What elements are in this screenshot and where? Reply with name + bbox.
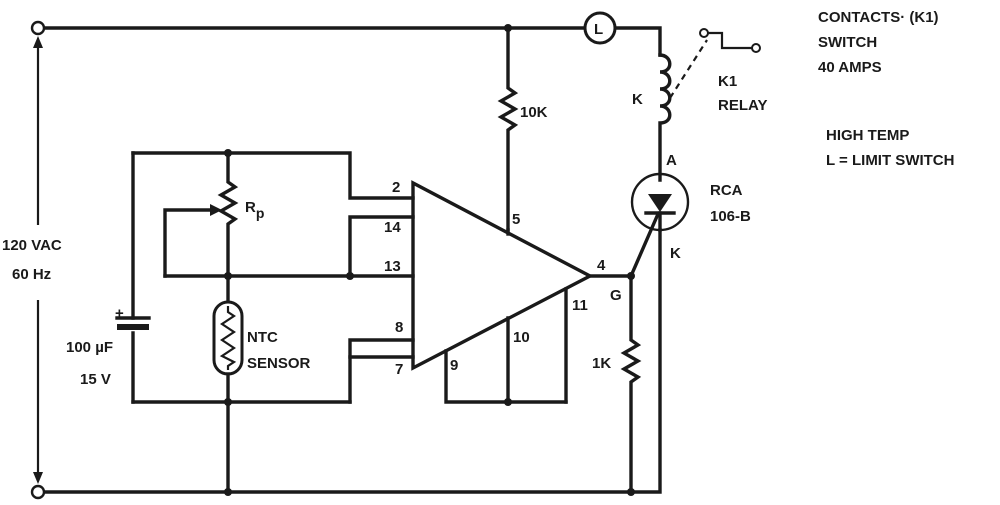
terminal-bottom	[30, 484, 46, 500]
relay-name-2: RELAY	[718, 97, 767, 114]
labels: 120 VAC 60 Hz + 100 µF 15 V Rp NTC SENSO…	[2, 9, 954, 388]
scr-anode-label: A	[666, 152, 677, 169]
pot-label: Rp	[245, 199, 264, 221]
potentiometer	[163, 151, 239, 278]
ntc-sensor	[212, 274, 244, 404]
ic-amplifier	[411, 180, 635, 406]
scr-cathode-label: K	[670, 245, 681, 262]
note-line-5: L = LIMIT SWITCH	[826, 152, 954, 169]
terminal-top	[30, 20, 46, 36]
pin-5: 5	[512, 211, 520, 228]
capacitor-value: 100 µF	[66, 339, 113, 356]
pin-4: 4	[597, 257, 606, 274]
scr-model-2: 106-B	[710, 208, 751, 225]
sensor-label-2: SENSOR	[247, 355, 311, 372]
contact-pivot	[699, 28, 709, 38]
capacitor-voltage: 15 V	[80, 371, 111, 388]
lamp-label: L	[594, 21, 603, 38]
resistor-10k	[497, 24, 519, 232]
pin-11: 11	[572, 297, 588, 314]
capacitor	[115, 316, 151, 330]
note-line-3: 40 AMPS	[818, 59, 882, 76]
wiper-arrow-icon	[210, 204, 222, 216]
pin-14: 14	[384, 219, 401, 236]
lamp-limit-switch	[583, 11, 617, 45]
pin-7: 7	[395, 361, 403, 378]
pin-9: 9	[450, 357, 458, 374]
relay-coil-label: K	[632, 91, 643, 108]
arrow-up-icon	[33, 36, 43, 48]
resistor-10k-label: 10K	[520, 104, 548, 121]
pin-8: 8	[395, 319, 403, 336]
resistor-1k	[620, 274, 642, 496]
supply-frequency-label: 60 Hz	[12, 266, 51, 283]
scr-gate-label: G	[610, 287, 622, 304]
pin-13: 13	[384, 258, 401, 275]
contact-terminal	[751, 43, 761, 53]
relay-coil	[658, 28, 761, 182]
resistor-1k-label: 1K	[592, 355, 611, 372]
sensor-label-1: NTC	[247, 329, 278, 346]
relay-name-1: K1	[718, 73, 737, 90]
supply-voltage-label: 120 VAC	[2, 237, 62, 254]
scr-model-1: RCA	[710, 182, 743, 199]
pin-2: 2	[392, 179, 400, 196]
note-line-2: SWITCH	[818, 34, 877, 51]
note-line-1: CONTACTS· (K1)	[818, 9, 939, 26]
scr-device	[628, 172, 690, 279]
bridge-network	[131, 149, 415, 496]
pin-10: 10	[513, 329, 530, 346]
supply-rails	[30, 20, 662, 500]
capacitor-polarity: +	[115, 305, 124, 322]
arrow-down-icon	[33, 472, 43, 484]
note-line-4: HIGH TEMP	[826, 127, 909, 144]
